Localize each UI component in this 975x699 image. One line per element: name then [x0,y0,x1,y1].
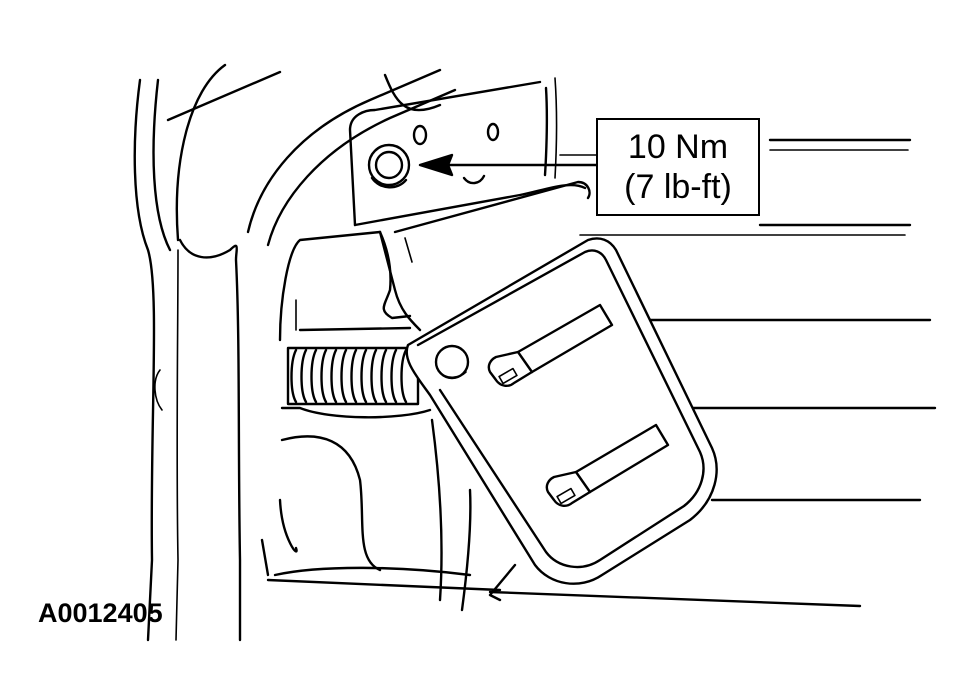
body-panel-lines [488,138,937,608]
mounting-flange [378,180,591,332]
torque-metric-label: 10 Nm [627,128,729,166]
upper-bracket [246,68,587,247]
key-slot-lower [545,423,670,508]
lid-plate [405,237,718,585]
figure-id-label: A0012405 [38,598,163,628]
torque-imperial-label: (7 lb-ft) [624,168,732,206]
spring-assembly [278,230,432,419]
key-slot-upper [487,303,614,388]
leader-arrow [418,153,598,177]
vehicle-pillar [133,63,282,642]
torque-callout: 10 Nm (7 lb-ft) [596,118,760,216]
lower-structure [260,418,502,612]
bolt [367,143,411,189]
